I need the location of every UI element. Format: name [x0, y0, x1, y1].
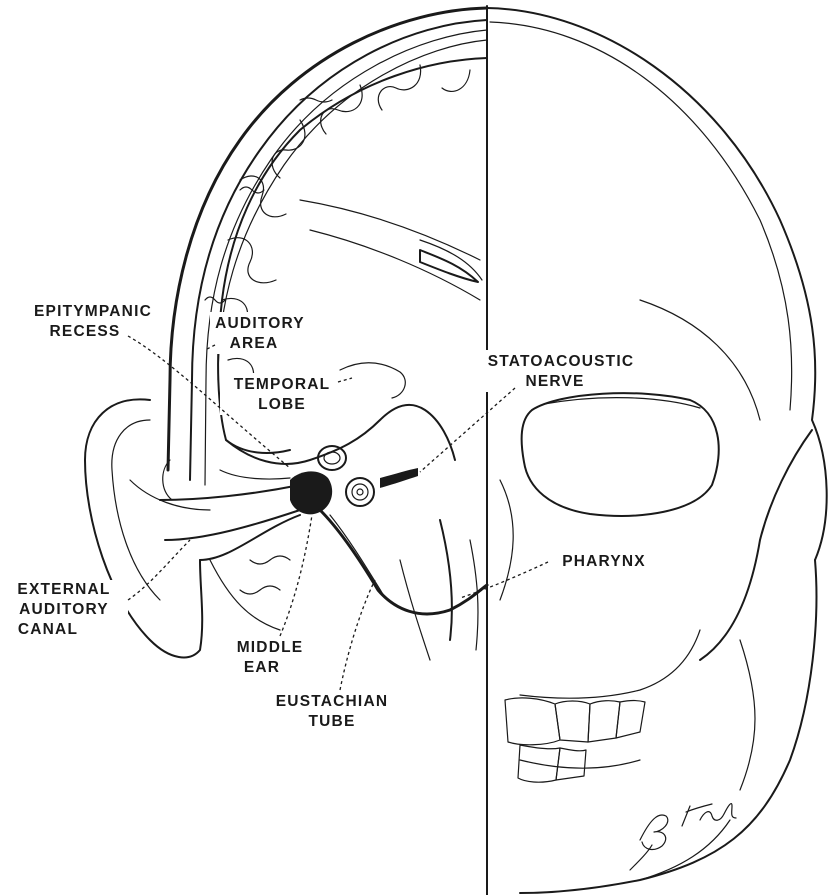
- svg-text:AUDITORY: AUDITORY: [215, 315, 305, 332]
- canal-and-middle-ear: [160, 446, 487, 660]
- svg-text:PHARYNX: PHARYNX: [562, 553, 646, 570]
- svg-text:EXTERNAL: EXTERNAL: [17, 581, 110, 598]
- svg-text:AREA: AREA: [230, 335, 279, 352]
- label-pharynx: PHARYNX: [548, 550, 658, 572]
- label-temporal-lobe: TEMPORAL LOBE: [220, 373, 338, 415]
- label-statoacoustic-nerve: STATOACOUSTIC NERVE: [476, 350, 644, 392]
- artist-signature: [630, 804, 736, 870]
- svg-text:EPITYMPANIC: EPITYMPANIC: [34, 303, 152, 320]
- label-eustachian-tube: EUSTACHIAN TUBE: [262, 690, 402, 734]
- leader-temporal-lobe: [338, 378, 352, 382]
- label-external-auditory-canal: EXTERNAL AUDITORY CANAL: [2, 580, 128, 642]
- svg-text:TEMPORAL: TEMPORAL: [234, 376, 331, 393]
- skull-outline: [487, 8, 827, 893]
- leader-middle-ear: [280, 515, 312, 636]
- leader-statoacoustic-nerve: [420, 388, 515, 472]
- leader-eustachian-tube: [340, 580, 375, 690]
- orbit-socket: [522, 393, 719, 516]
- svg-text:CANAL: CANAL: [18, 621, 78, 638]
- svg-text:TUBE: TUBE: [309, 713, 356, 730]
- leader-pharynx: [460, 562, 548, 598]
- teeth: [505, 698, 645, 782]
- svg-text:LOBE: LOBE: [258, 396, 306, 413]
- svg-text:AUDITORY: AUDITORY: [19, 601, 109, 618]
- label-epitympanic-recess: EPITYMPANIC RECESS: [20, 300, 168, 342]
- svg-text:NERVE: NERVE: [525, 373, 584, 390]
- label-middle-ear: MIDDLE EAR: [226, 636, 314, 680]
- svg-text:STATOACOUSTIC: STATOACOUSTIC: [488, 353, 635, 370]
- svg-text:EAR: EAR: [244, 659, 280, 676]
- svg-text:RECESS: RECESS: [50, 323, 121, 340]
- label-auditory-area: AUDITORY AREA: [210, 312, 310, 354]
- svg-text:MIDDLE: MIDDLE: [237, 639, 304, 656]
- svg-text:EUSTACHIAN: EUSTACHIAN: [276, 693, 388, 710]
